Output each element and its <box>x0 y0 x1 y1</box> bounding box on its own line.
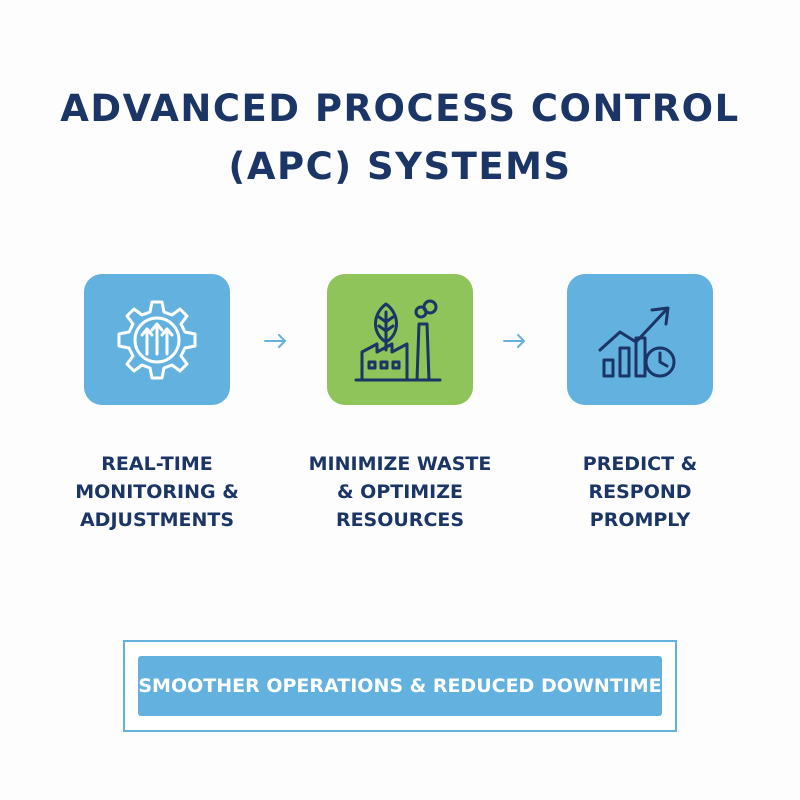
arrow-right-icon <box>503 334 525 348</box>
step-label-line: & OPTIMIZE <box>336 481 464 503</box>
step-label-line: RESOURCES <box>335 509 465 531</box>
step-tile-predict <box>567 274 713 405</box>
summary-banner: SMOOTHER OPERATIONS & REDUCED DOWNTIME <box>138 656 662 716</box>
step-tile-waste <box>327 274 473 405</box>
step-label-line: RESPOND <box>588 481 692 503</box>
step-label-line: ADJUSTMENTS <box>79 509 235 531</box>
step-tile-monitoring <box>84 274 230 405</box>
gear-with-up-arrows-icon <box>117 300 197 379</box>
step-label-line: PREDICT & <box>582 453 698 475</box>
step-label-line: PROMPLY <box>589 509 691 531</box>
step-label-predict: PREDICT & RESPOND PROMPLY <box>530 450 750 534</box>
step-label-line: MONITORING & <box>75 481 239 503</box>
step-label-line: MINIMIZE WASTE <box>308 453 492 475</box>
title-line-1: ADVANCED PROCESS CONTROL <box>60 87 740 130</box>
step-label-monitoring: REAL-TIME MONITORING & ADJUSTMENTS <box>47 450 267 534</box>
arrow-right-icon <box>264 334 286 348</box>
rising-chart-clock-icon <box>598 306 676 377</box>
leaf-factory-icon <box>354 299 442 381</box>
step-label-line: REAL-TIME <box>101 453 213 475</box>
page-title: ADVANCED PROCESS CONTROL (APC) SYSTEMS <box>0 80 800 196</box>
title-line-2: (APC) SYSTEMS <box>228 145 572 188</box>
step-label-waste: MINIMIZE WASTE & OPTIMIZE RESOURCES <box>290 450 510 534</box>
